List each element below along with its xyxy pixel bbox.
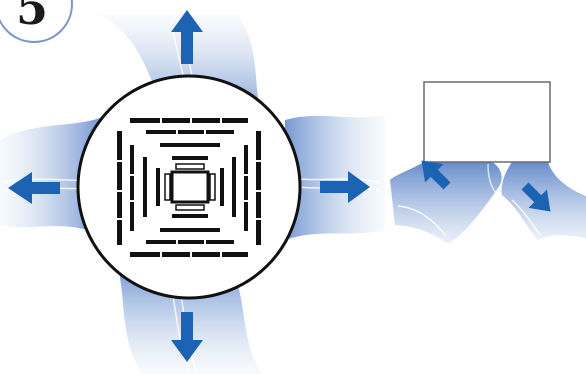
diffuser-ring-outer <box>117 118 261 257</box>
arrow-down-right-icon <box>521 182 551 212</box>
arrow-down-icon <box>171 312 203 362</box>
arrow-right-icon <box>320 171 370 203</box>
circular-diffuser <box>76 74 302 300</box>
arrow-up-icon <box>171 10 203 64</box>
step-number-badge: 5 <box>0 0 73 43</box>
split-arrows <box>421 160 551 212</box>
split-flow <box>390 162 586 244</box>
diffuser-ring-4 <box>156 156 224 218</box>
rectangular-diffuser-box <box>423 81 551 163</box>
outward-arrows <box>8 10 370 362</box>
arrow-left-icon <box>8 172 60 204</box>
arrow-down-left-icon <box>421 160 451 190</box>
diffuser-core <box>164 163 216 211</box>
diffuser-ring-2 <box>130 130 248 244</box>
step-number: 5 <box>16 0 48 35</box>
diffuser-ring-3 <box>143 143 236 232</box>
